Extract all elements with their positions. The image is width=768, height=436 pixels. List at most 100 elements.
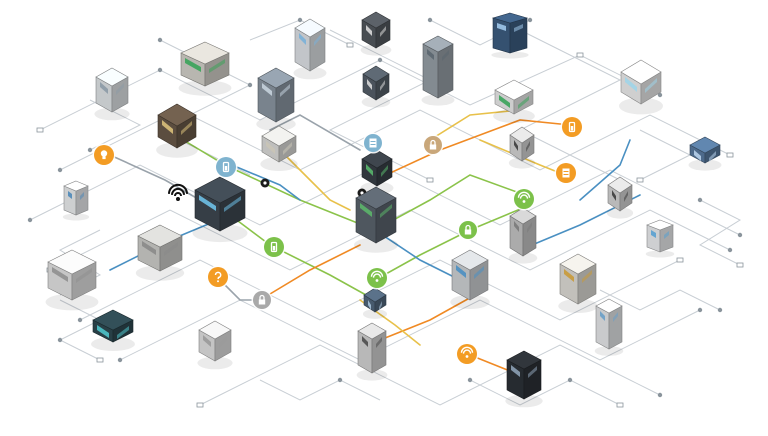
- connection-trace: [429, 109, 521, 141]
- tower-pc-device: [508, 207, 538, 264]
- connection-trace: [374, 204, 531, 281]
- tower-server-device: [421, 35, 455, 106]
- air-unit-device: [45, 249, 99, 311]
- connector-dot: [657, 392, 663, 398]
- battery-icon: [270, 241, 278, 253]
- connection-trace: [269, 114, 361, 151]
- connection-trace: [219, 159, 301, 201]
- connector-dot: [337, 377, 343, 383]
- battery-hub: [214, 155, 238, 179]
- grid-line: [599, 289, 721, 311]
- wifi-hub: [455, 342, 479, 366]
- control-box-device: [361, 65, 391, 108]
- connection-trace: [229, 214, 376, 301]
- wifi-hub: [365, 266, 389, 290]
- monitor-stand-device: [645, 219, 675, 258]
- wifi-hub: [512, 187, 536, 211]
- connector-dot: [467, 377, 473, 383]
- wifi-icon: [460, 346, 474, 358]
- connector-node: [576, 52, 584, 58]
- main-server-device: [192, 176, 248, 243]
- connector-dot: [427, 17, 433, 23]
- battery-icon: [222, 161, 230, 173]
- question-hub: [206, 265, 230, 289]
- lock-hub: [457, 219, 479, 241]
- server-hub: [554, 161, 578, 185]
- connector-dot: [77, 317, 83, 323]
- blade-server-device: [505, 350, 543, 408]
- connector-dot: [297, 17, 303, 23]
- connector-dot: [247, 82, 253, 88]
- connector-node: [346, 42, 354, 48]
- bulb-icon: [100, 150, 108, 160]
- wifi-icon: [517, 191, 531, 203]
- grid-line: [698, 199, 742, 266]
- connector-node: [196, 402, 204, 408]
- grid-line: [518, 29, 622, 181]
- core-switch-device: [354, 186, 398, 253]
- server-rack-device: [178, 41, 232, 96]
- grid-line: [469, 379, 621, 406]
- connection-trace: [109, 154, 201, 201]
- pc-case-device: [135, 224, 185, 281]
- connector-node: [676, 257, 684, 263]
- access-point-device: [91, 309, 135, 351]
- connection-trace: [374, 174, 526, 231]
- grid-line: [259, 379, 381, 401]
- battery-hub: [262, 235, 286, 259]
- connector-dot: [717, 307, 723, 313]
- server-icon: [562, 168, 570, 178]
- grid-line: [119, 299, 701, 361]
- connector-dot: [377, 57, 383, 63]
- connection-trace: [379, 294, 476, 341]
- nas-box-device: [558, 253, 598, 313]
- wifi-icon: [370, 270, 384, 282]
- desktop-monitor-device: [491, 12, 529, 59]
- connection-trace: [579, 139, 631, 201]
- server-hub: [362, 132, 384, 154]
- connector-dot: [727, 247, 733, 253]
- server-cabinet-device: [256, 67, 296, 131]
- connector-dot: [737, 232, 743, 238]
- power-supply-device: [356, 322, 388, 381]
- storage-unit-device: [293, 18, 327, 80]
- device-layer: [45, 11, 722, 408]
- connector-dot: [567, 377, 573, 383]
- connector-dot: [697, 307, 703, 313]
- connector-dot: [57, 337, 63, 343]
- grid-line: [79, 259, 681, 321]
- connector-node: [96, 357, 104, 363]
- connector-dot: [657, 92, 663, 98]
- connector-dot: [117, 357, 123, 363]
- grid-line: [639, 129, 692, 181]
- connector-dot: [157, 67, 163, 73]
- grid-line: [199, 344, 661, 406]
- connector-dot: [87, 147, 93, 153]
- small-connector-nodes: [27, 17, 744, 408]
- router-box-device: [493, 79, 535, 123]
- server-icon: [369, 138, 377, 148]
- battery-icon: [568, 121, 576, 133]
- connector-dot: [697, 197, 703, 203]
- wall-outlet-device: [62, 180, 90, 221]
- connection-trace: [279, 149, 351, 211]
- connector-dot: [157, 37, 163, 43]
- network-switch-device: [688, 136, 722, 171]
- connector-node: [616, 402, 624, 408]
- lock-icon: [464, 224, 472, 235]
- circuit-board-device: [156, 103, 198, 158]
- connection-trace: [374, 119, 571, 181]
- connector-dot: [27, 217, 33, 223]
- connector-node: [726, 152, 734, 158]
- hub-layer: [92, 115, 584, 366]
- storage-array-device: [94, 67, 130, 121]
- hub-device: [362, 287, 388, 319]
- connector-dot: [57, 167, 63, 173]
- grid-lines: [29, 19, 742, 406]
- server-box-device: [360, 11, 392, 56]
- connector-node: [426, 177, 434, 183]
- gateway-box-device: [450, 249, 490, 309]
- chip-cube-device: [508, 126, 536, 169]
